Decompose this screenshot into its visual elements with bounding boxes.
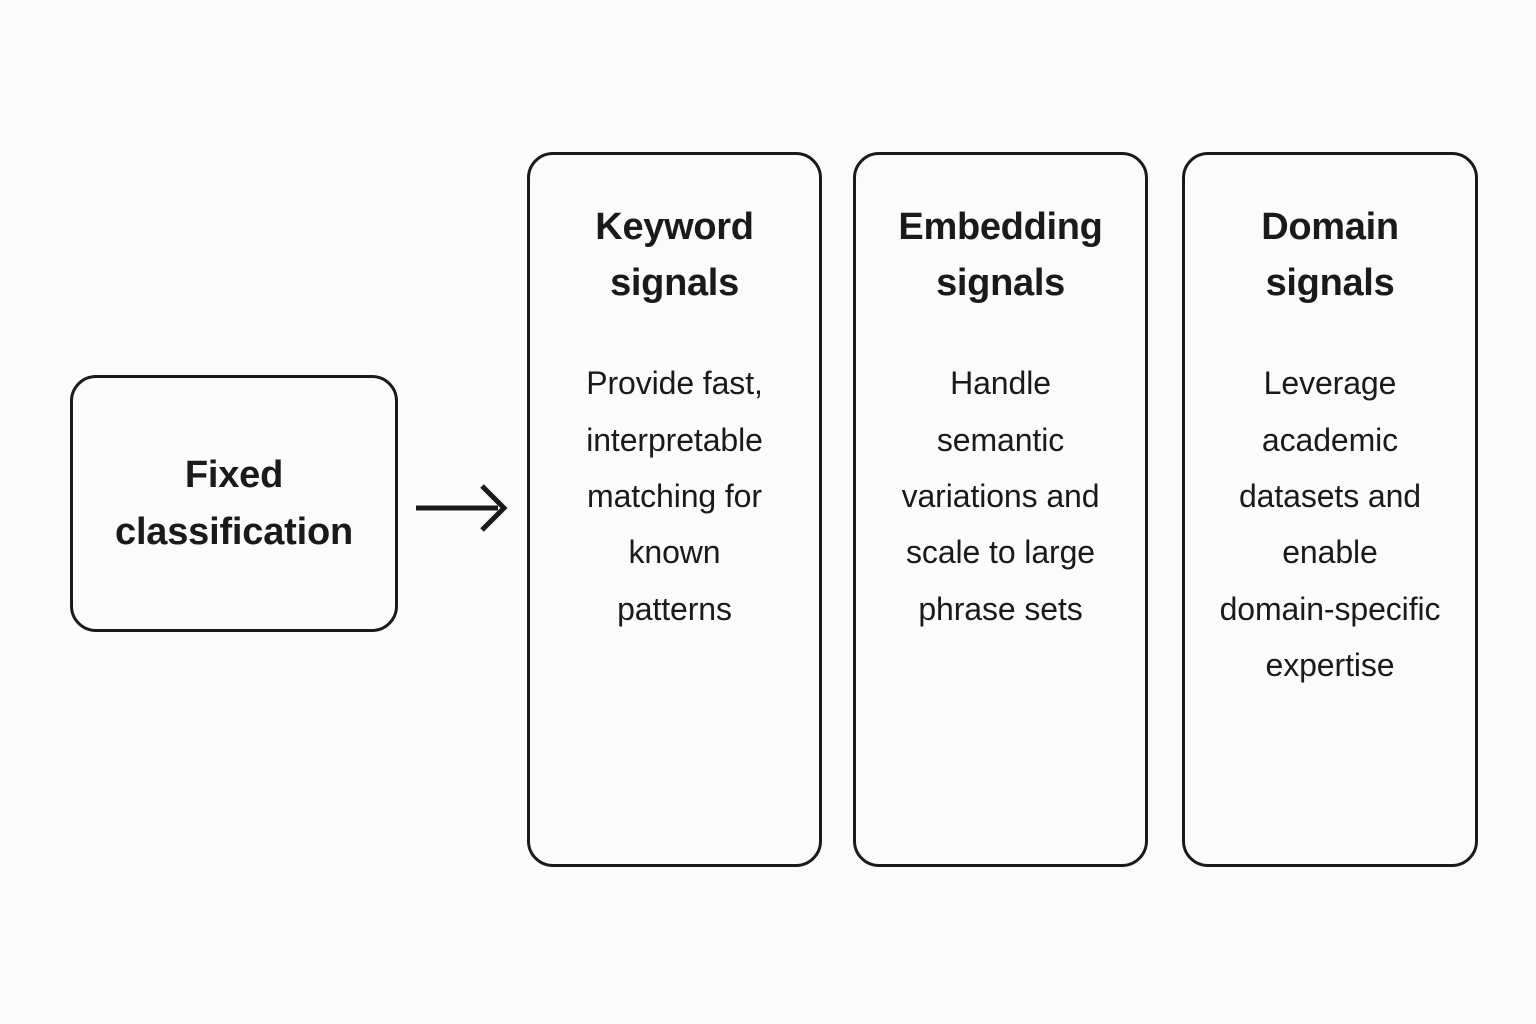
card-embedding-signals-title: Embedding signals (898, 206, 1103, 305)
card-keyword-signals-body: Provide fast, interpretable matching for… (586, 365, 763, 627)
card-domain-signals-title: Domain signals (1261, 206, 1399, 305)
connector-arrow (410, 478, 514, 538)
card-keyword-signals-title: Keyword signals (595, 206, 754, 305)
card-embedding-signals-body: Handle semantic variations and scale to … (901, 365, 1100, 627)
arrow-right-icon (416, 484, 508, 532)
card-keyword-signals[interactable]: Keyword signals Provide fast, interpreta… (527, 152, 822, 867)
card-embedding-signals[interactable]: Embedding signals Handle semantic variat… (853, 152, 1148, 867)
card-domain-signals-body: Leverage academic datasets and enable do… (1219, 365, 1441, 684)
card-domain-signals[interactable]: Domain signals Leverage academic dataset… (1182, 152, 1478, 867)
node-fixed-classification-label: Fixed classification (115, 453, 353, 553)
node-fixed-classification[interactable]: Fixed classification (70, 375, 398, 632)
